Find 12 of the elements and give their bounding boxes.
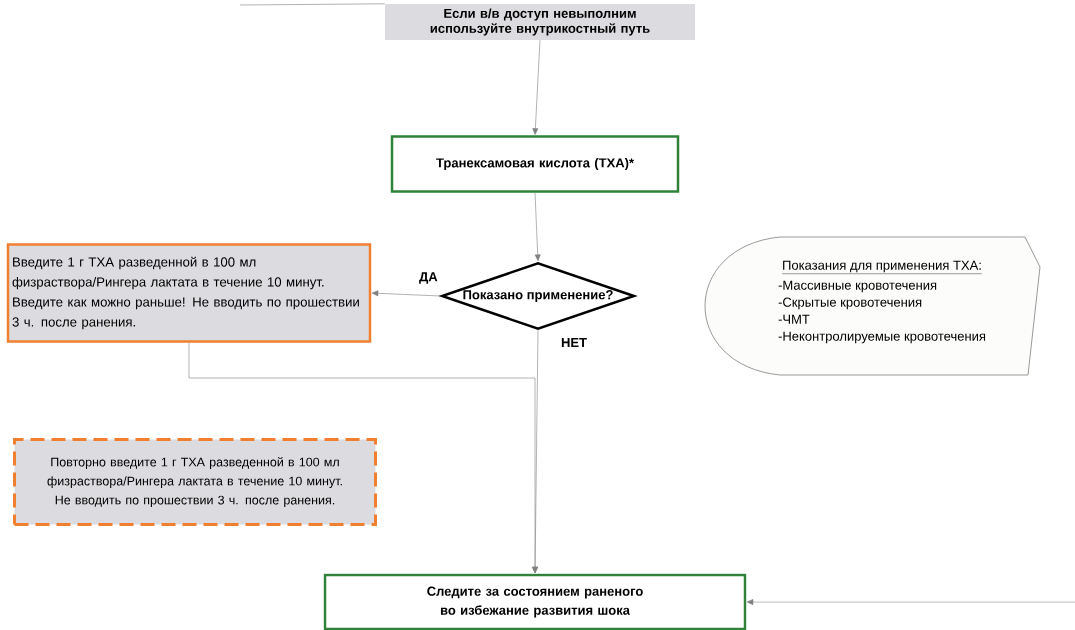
arrow	[532, 330, 539, 574]
process-box: Транексамовая кислота (ТХА)*	[390, 135, 680, 193]
arrow	[532, 39, 541, 135]
arrow	[371, 290, 441, 297]
action-box: Повторно введите 1 г ТХА разведенной в 100 мл физраствора/Рингера лактата в течение 10 минут. Не вводить по прошествии 3 ч. после ранения.	[13, 438, 377, 526]
arrow	[746, 599, 1075, 605]
edge-label: ДА	[418, 271, 439, 285]
action-box: Введите 1 г ТХА разведенной в 100 мл физраствора/Рингера лактата в течение 10 минут. Введите как можно раньше! Не вводить по прошествии 3 ч. после ранения.	[6, 243, 372, 343]
process-box: Следите за состоянием раненого во избежание развития шока	[323, 573, 747, 630]
instruction-box: Если в/в доступ невыполним используйте внутрикостный путь	[385, 4, 695, 40]
edge-label: НЕТ	[560, 337, 588, 348]
arrow	[534, 192, 541, 262]
